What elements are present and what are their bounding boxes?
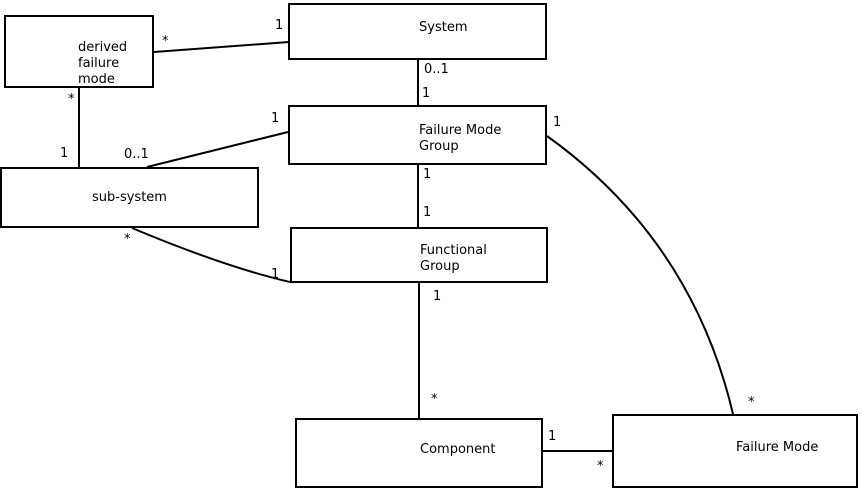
class-name-failure-mode: Failure Mode: [736, 440, 819, 455]
multiplicity-label-system--derived-failure-mode: *: [162, 34, 169, 49]
multiplicity-label-functional-group--component: 1: [433, 289, 442, 304]
multiplicity-label-derived-failure-mode--sub-system: 1: [60, 146, 69, 161]
class-name-sub-system: sub-system: [92, 190, 167, 205]
class-box-system: System: [288, 3, 547, 60]
class-box-component: Component: [295, 418, 543, 488]
multiplicity-label-system--failure-mode-group: 1: [422, 86, 431, 101]
multiplicity-label-derived-failure-mode--sub-system: *: [68, 92, 75, 107]
multiplicity-label-sub-system--functional-group: 1: [271, 267, 280, 282]
multiplicity-label-sub-system--functional-group: *: [124, 232, 131, 247]
multiplicity-label-failure-mode-group--functional-group: 1: [423, 167, 432, 182]
class-name-component: Component: [420, 442, 496, 457]
multiplicity-label-failure-mode-group--sub-system: 0..1: [124, 147, 149, 162]
multiplicity-label-failure-mode-group--failure-mode: 1: [553, 115, 562, 130]
multiplicity-label-failure-mode-group--failure-mode: *: [748, 395, 755, 410]
multiplicity-label-component--failure-mode: 1: [548, 429, 557, 444]
association-failure-mode-group--failure-mode: [546, 135, 734, 415]
association-sub-system--functional-group: [131, 227, 291, 283]
multiplicity-label-functional-group--component: *: [431, 392, 438, 407]
multiplicity-label-system--failure-mode-group: 0..1: [424, 62, 449, 77]
class-name-system: System: [419, 20, 468, 35]
association-system--derived-failure-mode: [153, 41, 290, 53]
multiplicity-label-failure-mode-group--functional-group: 1: [423, 205, 432, 220]
class-box-sub-system: sub-system: [0, 167, 259, 228]
class-box-failure-mode: Failure Mode: [612, 414, 858, 488]
multiplicity-label-system--derived-failure-mode: 1: [275, 18, 284, 33]
multiplicity-label-component--failure-mode: *: [597, 459, 604, 474]
multiplicity-label-failure-mode-group--sub-system: 1: [271, 111, 280, 126]
association-failure-mode-group--sub-system: [146, 131, 289, 168]
